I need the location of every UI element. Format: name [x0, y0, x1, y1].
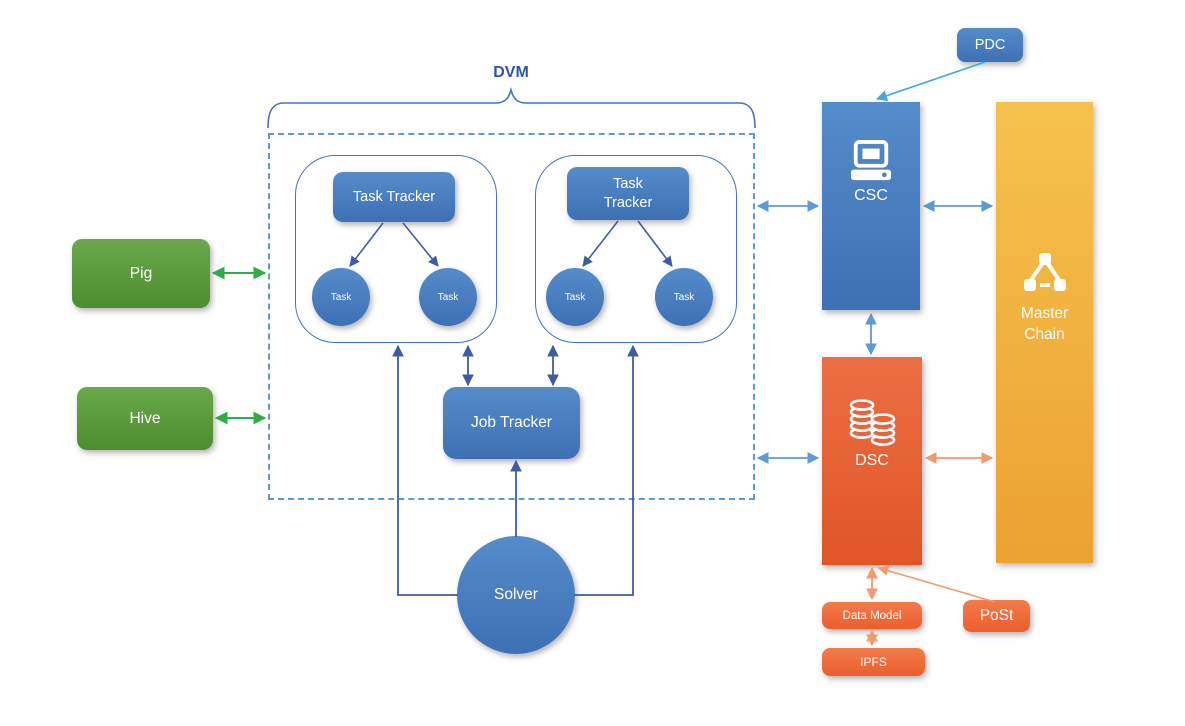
- task-tracker-1-label: Task Tracker: [352, 188, 436, 205]
- csc-content: CSC: [822, 140, 920, 205]
- network-icon: [1023, 253, 1066, 291]
- master-chain-node: Master Chain: [996, 102, 1093, 563]
- master-chain-content: Master Chain: [996, 252, 1093, 346]
- pdc-label: PDC: [974, 37, 1006, 53]
- task-label: Task: [330, 291, 352, 303]
- csc-label: CSC: [854, 187, 888, 204]
- task-label: Task: [564, 291, 586, 303]
- post-label: PoSt: [979, 607, 1014, 624]
- arrow-post-dsc: [878, 565, 996, 603]
- pig-label: Pig: [129, 264, 153, 282]
- data-model-node: Data Model: [822, 602, 922, 629]
- solver-label: Solver: [494, 586, 538, 603]
- task-tracker-2-label: Task Tracker: [603, 176, 653, 211]
- task-group-1: [295, 155, 497, 343]
- dsc-label: DSC: [855, 452, 889, 469]
- task-label: Task: [437, 291, 459, 303]
- master-chain-label: Master Chain: [1020, 305, 1069, 343]
- dvm-label: DVM: [493, 64, 529, 81]
- dsc-content: DSC: [822, 397, 922, 470]
- database-icon: [849, 399, 896, 446]
- task-tracker-2: Task Tracker: [567, 167, 689, 220]
- arrow-pdc-csc: [875, 61, 986, 102]
- solver-node: Solver: [457, 536, 575, 654]
- task-node: Task: [312, 268, 370, 326]
- task-tracker-1: Task Tracker: [333, 172, 455, 222]
- job-tracker-node: Job Tracker: [443, 387, 580, 459]
- task-group-2: [535, 155, 737, 343]
- task-node: Task: [419, 268, 477, 326]
- task-node: Task: [655, 268, 713, 326]
- task-node: Task: [546, 268, 604, 326]
- dvm-boundary: [268, 133, 755, 500]
- computer-icon: [850, 140, 892, 181]
- post-node: PoSt: [963, 600, 1030, 632]
- hive-label: Hive: [129, 409, 161, 427]
- pig-node: Pig: [72, 239, 210, 308]
- task-label: Task: [673, 291, 695, 303]
- data-model-label: Data Model: [842, 609, 902, 622]
- ipfs-node: IPFS: [822, 648, 925, 676]
- dsc-node: DSC: [822, 357, 922, 565]
- dvm-brace: [267, 87, 756, 129]
- job-tracker-label: Job Tracker: [471, 414, 552, 431]
- pdc-node: PDC: [957, 28, 1023, 62]
- csc-node: CSC: [822, 102, 920, 310]
- hive-node: Hive: [77, 387, 213, 450]
- ipfs-label: IPFS: [860, 655, 887, 669]
